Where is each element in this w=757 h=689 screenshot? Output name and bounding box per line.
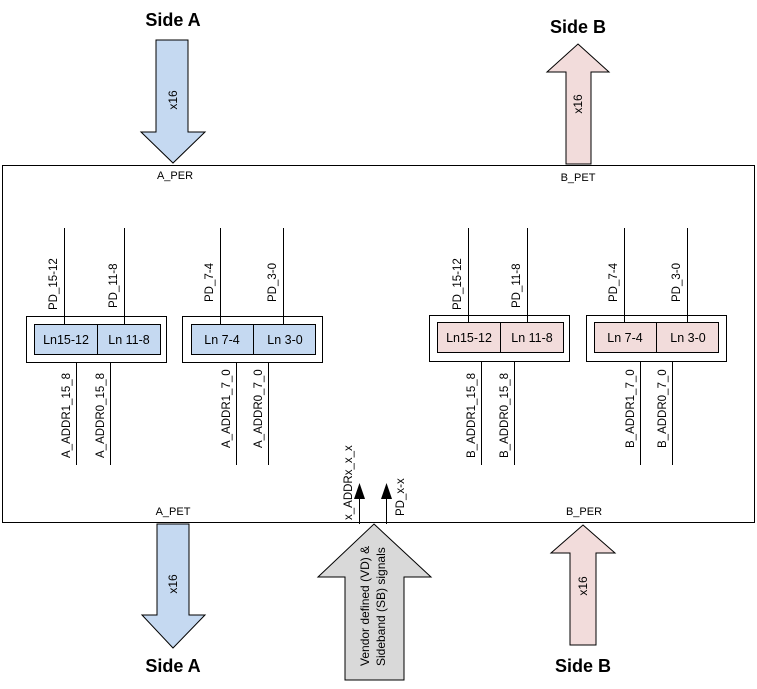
lane-group-ln11-8 xyxy=(97,324,161,355)
side-a-lane-block-2: Ln 7-4 Ln 3-0 PD_7-4 PD_3-0 A_ADDR1_7_0 … xyxy=(182,228,323,465)
lane-label: Ln15-12 xyxy=(43,333,89,347)
side-a-bottom-title: Side A xyxy=(145,656,200,676)
side-a-in-width: x16 xyxy=(166,90,180,110)
addr-signal-label: B_ADDR0_15_8 xyxy=(499,373,511,458)
addr-signal-label: B_ADDR1_15_8 xyxy=(466,373,478,458)
side-a-in-arrow xyxy=(139,39,207,164)
port-a-pet: A_PET xyxy=(156,506,191,518)
side-a-out-arrow xyxy=(140,523,207,649)
addr-signal-label: A_ADDR1_7_0 xyxy=(221,369,233,448)
lane-group-ln15-12 xyxy=(34,324,98,355)
lane-label: Ln15-12 xyxy=(446,331,492,345)
side-b-in-arrow xyxy=(549,524,617,646)
arrow-up-icon xyxy=(381,483,392,499)
sideband-signal-label: x_ADDRx_x_x xyxy=(343,445,355,520)
sideband-label-line1: Vendor defined (VD) & xyxy=(358,546,372,666)
lane-label: Ln 11-8 xyxy=(108,333,150,347)
addr-signal-label: B_ADDR1_7_0 xyxy=(625,369,637,448)
lane-group-ln15-12 xyxy=(437,322,501,353)
addr-signal-label: A_ADDR1_15_8 xyxy=(61,373,73,458)
side-b-out-arrow xyxy=(545,43,611,165)
side-b-bottom-title: Side B xyxy=(555,656,611,676)
sideband-arrow xyxy=(316,523,433,681)
pd-signal-label: PD_3-0 xyxy=(671,263,683,302)
lane-label: Ln 3-0 xyxy=(670,331,705,345)
side-a-out-width: x16 xyxy=(166,574,180,594)
addr-signal-label: A_ADDR0_15_8 xyxy=(95,373,107,458)
sideband-label-line2: Sideband (SB) signals xyxy=(374,547,388,666)
port-b-pet: B_PET xyxy=(561,172,596,184)
side-a-top-title: Side A xyxy=(145,10,200,30)
addr-signal-label: B_ADDR0_7_0 xyxy=(657,369,669,448)
pd-signal-label: PD_11-8 xyxy=(511,263,523,308)
pd-signal-label: PD_3-0 xyxy=(267,263,279,302)
pd-signal-label: PD_7-4 xyxy=(608,262,620,302)
lane-label: Ln 3-0 xyxy=(267,333,302,347)
lane-label: Ln 7-4 xyxy=(204,333,239,347)
pd-signal-label: PD_15-12 xyxy=(48,258,60,310)
lane-group-ln3-0 xyxy=(253,324,316,355)
pd-signal-label: PD_15-12 xyxy=(452,258,464,310)
side-b-in-width: x16 xyxy=(576,576,590,596)
port-a-per: A_PER xyxy=(157,170,193,182)
addr-signal-label: A_ADDR0_7_0 xyxy=(253,369,265,448)
arrow-up-icon xyxy=(354,483,365,499)
side-b-lane-block-1: Ln15-12 Ln 11-8 PD_15-12 PD_11-8 B_ADDR1… xyxy=(429,228,570,465)
side-a-lane-block-1: Ln15-12 Ln 11-8 PD_15-12 PD_11-8 A_ADDR1… xyxy=(26,228,167,465)
side-b-lane-block-2: Ln 7-4 Ln 3-0 PD_7-4 PD_3-0 B_ADDR1_7_0 … xyxy=(586,228,727,465)
pd-signal-label: PD_11-8 xyxy=(108,263,120,308)
lane-group-ln11-8 xyxy=(500,322,564,353)
side-b-top-title: Side B xyxy=(550,17,606,37)
sideband-signal-label: PD_x-x xyxy=(395,478,407,516)
lane-label: Ln 7-4 xyxy=(607,331,642,345)
svg-text:Vendor defined (VD) & Si: Vendor defined (VD) & Sideband (SB) sign… xyxy=(358,543,388,666)
port-b-per: B_PER xyxy=(566,506,602,518)
side-b-out-width: x16 xyxy=(571,94,585,114)
lane-label: Ln 11-8 xyxy=(511,331,553,345)
pd-signal-label: PD_7-4 xyxy=(204,262,216,302)
lane-group-ln7-4 xyxy=(191,324,254,355)
sideband-signals: x_ADDRx_x_x PD_x-x Vendor defined (VD) &… xyxy=(316,445,433,681)
lane-group-ln3-0 xyxy=(656,322,719,353)
